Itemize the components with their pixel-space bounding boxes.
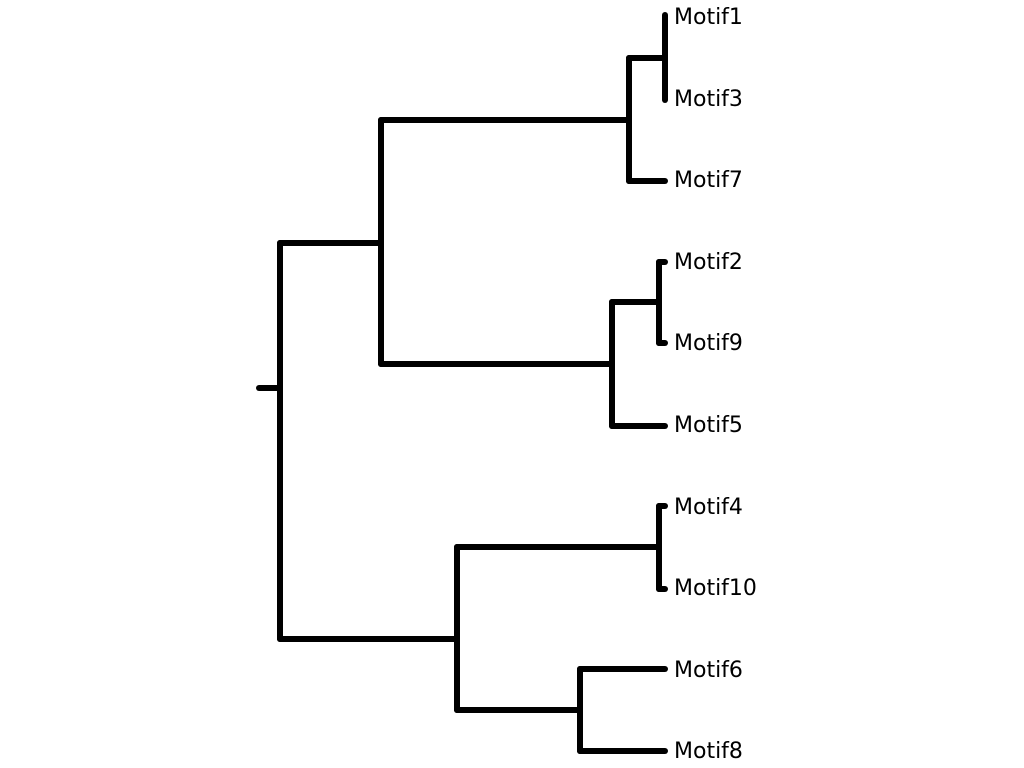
leaf-label-motif3: Motif3 [674,87,743,112]
leaf-label-motif1: Motif1 [674,5,743,30]
leaf-label-motif9: Motif9 [674,331,743,356]
leaf-label-motif8: Motif8 [674,739,743,764]
leaf-label-motif4: Motif4 [674,495,743,520]
leaf-label-motif7: Motif7 [674,168,743,193]
leaf-label-motif2: Motif2 [674,250,743,275]
leaf-label-motif10: Motif10 [674,576,757,601]
leaf-label-motif5: Motif5 [674,413,743,438]
leaf-label-motif6: Motif6 [674,658,743,683]
